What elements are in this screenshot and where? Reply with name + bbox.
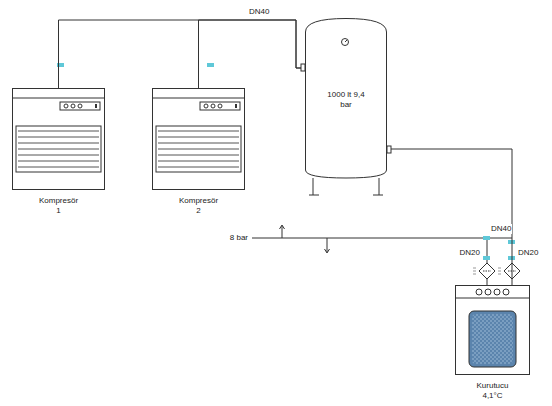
louver [18,143,99,144]
branch-up [282,226,283,238]
gauge-needle [345,40,347,42]
panel-line [456,298,530,299]
control-knob [476,289,482,295]
control-knob [204,104,208,108]
pipe-size-label: DN20 [459,248,481,258]
tank-label: 1000 lt 9,4 bar [327,90,365,110]
louver [18,131,99,132]
louver [18,155,99,156]
tank-body [306,19,387,179]
compressor-housing [153,89,245,190]
control-knob [78,104,82,108]
dryer-outline [455,285,530,375]
control-knob [218,104,222,108]
arrow-head [280,225,285,229]
louver [158,131,239,132]
panel-line [13,98,105,99]
control-knob [503,289,509,295]
pipe-line [199,20,302,88]
tank-foot [309,195,319,196]
arrow-head [325,249,330,253]
louver [158,155,239,156]
tank-inlet [301,64,305,71]
louver [18,167,99,168]
pipe-line [59,20,302,88]
refrigerant-dryer: Kurutucu 4,1°C [455,285,530,375]
control-panel [200,102,240,110]
header-pipe [252,238,512,239]
filter-symbol [473,263,495,279]
louver [158,161,239,162]
switch [95,104,97,108]
control-knob [71,104,75,108]
tank-leg [379,178,380,195]
filter-symbol [498,263,520,279]
air-pipe [59,20,302,88]
louver [18,161,99,162]
unit-label: Kompresör 2 [179,196,218,216]
control-knob [494,289,500,295]
compressor-outline [12,88,105,190]
air-pipe [391,149,512,285]
louver [158,149,239,150]
louver-frame [156,126,241,172]
louver-frame [16,126,101,172]
tank-leg [313,178,314,195]
branch-down [327,238,328,252]
pipe-line [391,149,512,285]
pipe-size-label: DN40 [248,7,270,17]
pipe-size-label: 8 bar [229,233,249,243]
compressor-outline [152,88,245,190]
louver [158,167,239,168]
control-knob [211,104,215,108]
control-knob [485,289,491,295]
fitting [483,236,490,240]
tank-outlet [387,146,391,153]
pressure-gauge [342,39,349,46]
dryer-window [469,311,516,367]
air-pipe [199,20,302,88]
fitting [207,63,214,67]
panel-line [153,98,245,99]
louver [158,137,239,138]
louver [18,149,99,150]
compressor-unit: Kompresör 1 [12,88,105,190]
unit-label: Kompresör 1 [39,196,78,216]
control-panel [60,102,100,110]
pipe-size-label: DN40 [490,224,512,234]
unit-label: Kurutucu 4,1°C [476,381,508,401]
pipe-size-label: DN20 [517,248,539,258]
fitting [483,256,490,260]
switch [235,104,237,108]
air-receiver-tank: 1000 lt 9,4 bar [305,18,387,196]
louver [158,143,239,144]
control-knob [64,104,68,108]
dryer-grid [472,314,513,364]
compressor-housing [13,89,105,190]
compressor-unit: Kompresör 2 [152,88,245,190]
louver [18,137,99,138]
tank-foot [373,195,383,196]
dryer-housing [456,286,530,375]
